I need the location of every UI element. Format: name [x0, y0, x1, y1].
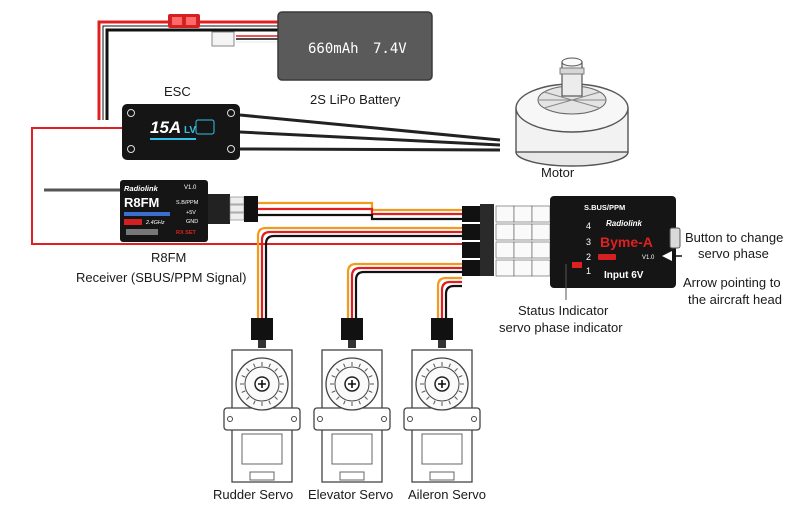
servo-caption: Elevator Servo — [308, 487, 393, 502]
servo-aileron: Aileron Servo — [403, 318, 486, 502]
receiver-body — [120, 180, 208, 242]
lipo-battery: 660mAh 7.4V 2S LiPo Battery — [97, 11, 433, 120]
esc-rating: 15A — [150, 118, 181, 137]
servo-plug-icon — [251, 318, 273, 340]
battery-capacity: 660mAh — [308, 41, 359, 57]
aircraft-head-arrow-icon — [662, 251, 672, 261]
servo-elevator: Elevator Servo — [308, 318, 393, 502]
gyro-port-4: 4 — [586, 221, 591, 231]
esc: ESC 15A LV — [31, 84, 501, 245]
esc-caption: ESC — [164, 84, 191, 99]
motor-icon: Motor — [515, 57, 629, 180]
receiver-version: V1.0 — [184, 185, 197, 191]
battery-caption: 2S LiPo Battery — [310, 92, 401, 107]
gyro-byme-a: S.BUS/PPM Radiolink Byme-A V1.0 Input 6V… — [462, 196, 682, 288]
gyro-brand: Radiolink — [606, 219, 643, 228]
note-button-line2: servo phase — [698, 246, 769, 261]
pin-5v: +5V — [186, 210, 196, 216]
servo-caption: Aileron Servo — [408, 487, 486, 502]
battery-body — [277, 11, 433, 81]
motor-caption: Motor — [541, 165, 575, 180]
servo-caption: Rudder Servo — [213, 487, 293, 502]
receiver-caption-desc: Receiver (SBUS/PPM Signal) — [76, 270, 247, 285]
pin-gnd: GND — [186, 219, 198, 225]
receiver-caption-name: R8FM — [151, 250, 186, 265]
pin-sbus: S.B/PPM — [176, 200, 199, 206]
balance-plug-icon — [211, 31, 235, 47]
note-arrow-line1: Arrow pointing to — [683, 275, 781, 290]
receiver-model: R8FM — [124, 195, 159, 210]
gyro-port-label: S.BUS/PPM — [584, 203, 625, 212]
note-button-line1: Button to change — [685, 230, 783, 245]
servo-cables — [256, 226, 462, 318]
battery-voltage: 7.4V — [373, 41, 407, 57]
servo-group: Rudder Servo Elevator Servo Aileron Servo — [213, 318, 486, 502]
servo-plug-icon — [431, 318, 453, 340]
esc-rating-suffix: LV — [184, 125, 196, 136]
sbus-cable — [92, 201, 462, 245]
gyro-input: Input 6V — [604, 270, 644, 281]
note-status-line1: Status Indicator — [518, 303, 609, 318]
rx-set-label: RX SET — [176, 230, 197, 236]
phase-button-icon[interactable] — [669, 227, 681, 249]
note-status-line2: servo phase indicator — [499, 320, 623, 335]
receiver-r8fm: Radiolink V1.0 R8FM S.B/PPM +5V GND 2.4G… — [44, 180, 258, 285]
gyro-port-2: 2 — [586, 252, 591, 262]
annotations: Button to change servo phase Arrow point… — [499, 230, 783, 335]
receiver-band: 2.4GHz — [145, 220, 165, 226]
servo-plug-icon — [341, 318, 363, 340]
gyro-port-1: 1 — [586, 266, 591, 276]
note-arrow-line2: the aircraft head — [688, 292, 782, 307]
gyro-model: Byme-A — [600, 234, 653, 250]
gyro-port-3: 3 — [586, 237, 591, 247]
receiver-plug-icon — [208, 194, 230, 224]
esc-body — [122, 104, 240, 160]
receiver-brand: Radiolink — [124, 184, 159, 193]
status-led-icon — [598, 254, 616, 260]
gyro-version: V1.0 — [642, 255, 655, 261]
servo-rudder: Rudder Servo — [213, 318, 301, 502]
